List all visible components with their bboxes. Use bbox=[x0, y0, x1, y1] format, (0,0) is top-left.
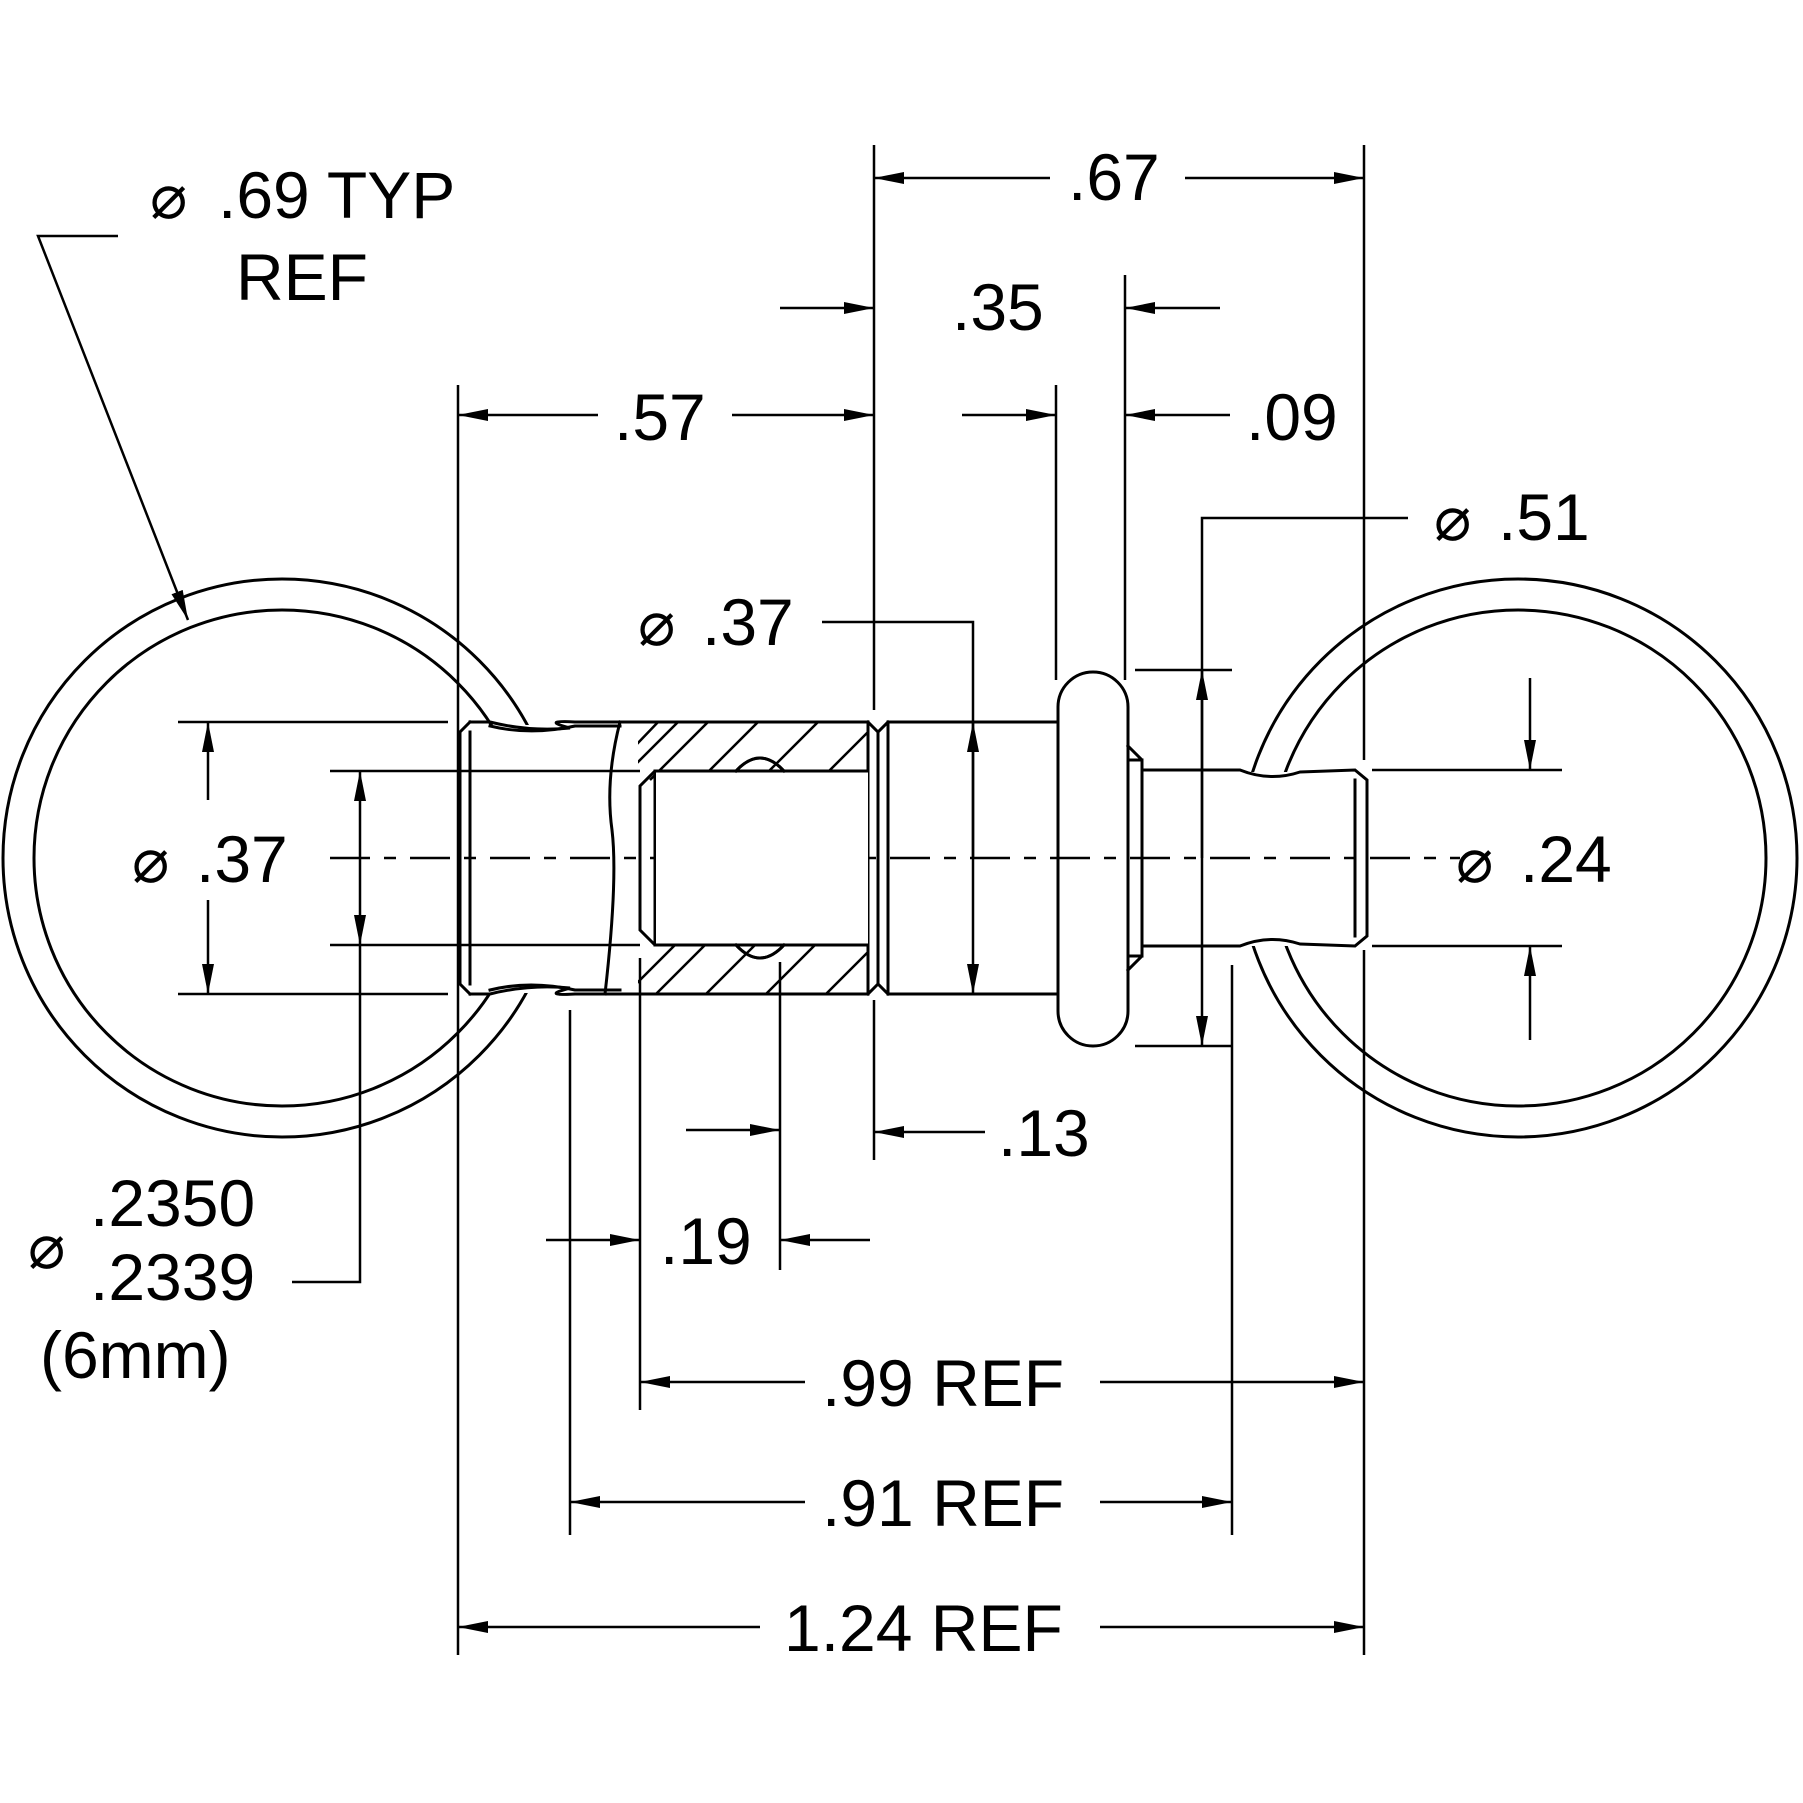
phi-symbol: ⌀ bbox=[1456, 824, 1493, 897]
dim-035: .35 bbox=[952, 270, 1044, 344]
knob bbox=[1056, 670, 1144, 1048]
pin-dia-upper: .2350 bbox=[90, 1166, 255, 1240]
dim-019: .19 bbox=[660, 1204, 752, 1278]
dim-091-ref: .91 REF bbox=[822, 1466, 1064, 1540]
left-dia-value: .37 bbox=[196, 822, 288, 896]
knob-dia-value: .51 bbox=[1498, 480, 1590, 554]
dim-124-ref: 1.24 REF bbox=[784, 1591, 1063, 1665]
dim-057: .57 bbox=[614, 380, 706, 454]
section-hatch bbox=[638, 722, 868, 994]
extension-lines bbox=[178, 145, 1562, 1655]
ring-diameter-callout: ⌀ .69 TYP REF bbox=[150, 158, 455, 314]
dimension-labels: .67 .35 .57 .09 .13 .19 .99 REF .91 REF … bbox=[614, 140, 1338, 1665]
center-diameter-callout: ⌀ .37 bbox=[638, 585, 794, 660]
right-diameter-callout: ⌀ .24 bbox=[1456, 822, 1612, 897]
left-diameter-callout: ⌀ .37 bbox=[132, 822, 288, 897]
phi-symbol: ⌀ bbox=[28, 1210, 65, 1283]
right-shaft bbox=[1140, 768, 1369, 948]
right-dia-value: .24 bbox=[1520, 822, 1612, 896]
center-dia-value: .37 bbox=[702, 585, 794, 659]
dim-009: .09 bbox=[1246, 380, 1338, 454]
pin-dia-metric: (6mm) bbox=[40, 1318, 231, 1392]
phi-symbol: ⌀ bbox=[638, 587, 675, 660]
phi-symbol: ⌀ bbox=[150, 160, 187, 233]
pin-dia-lower: .2339 bbox=[90, 1240, 255, 1314]
dim-099-ref: .99 REF bbox=[822, 1346, 1064, 1420]
ring-dia-value: .69 TYP bbox=[218, 158, 455, 232]
dimension-lines bbox=[36, 172, 1536, 1633]
knob-diameter-callout: ⌀ .51 bbox=[1434, 480, 1590, 555]
pin-diameter-callout: ⌀ .2350 .2339 (6mm) bbox=[28, 1166, 255, 1392]
phi-symbol: ⌀ bbox=[132, 824, 169, 897]
dim-013: .13 bbox=[998, 1096, 1090, 1170]
dim-067: .67 bbox=[1068, 140, 1160, 214]
ring-dia-note: REF bbox=[236, 240, 368, 314]
phi-symbol: ⌀ bbox=[1434, 482, 1471, 555]
